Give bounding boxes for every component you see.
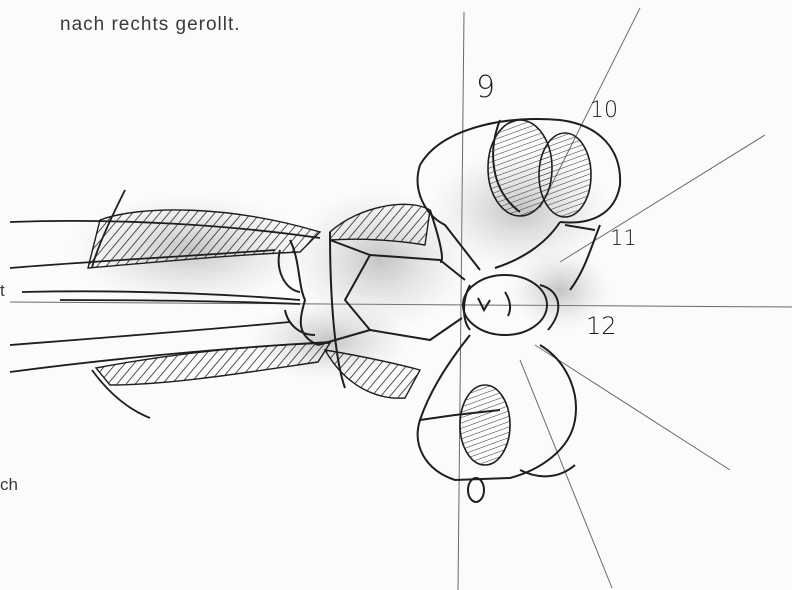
caption-top: nach rechts gerollt. xyxy=(60,14,241,36)
caption-fragment-left-lower: ch xyxy=(0,475,18,495)
view-label-10: 10 xyxy=(590,98,618,123)
lower-glove-fingers xyxy=(460,385,510,465)
view-label-9: 9 xyxy=(476,70,495,105)
view-label-12: 12 xyxy=(586,312,617,340)
view-label-11: 11 xyxy=(610,226,637,250)
caption-fragment-left-upper: t xyxy=(0,281,5,301)
upper-glove-fingers xyxy=(488,120,591,217)
